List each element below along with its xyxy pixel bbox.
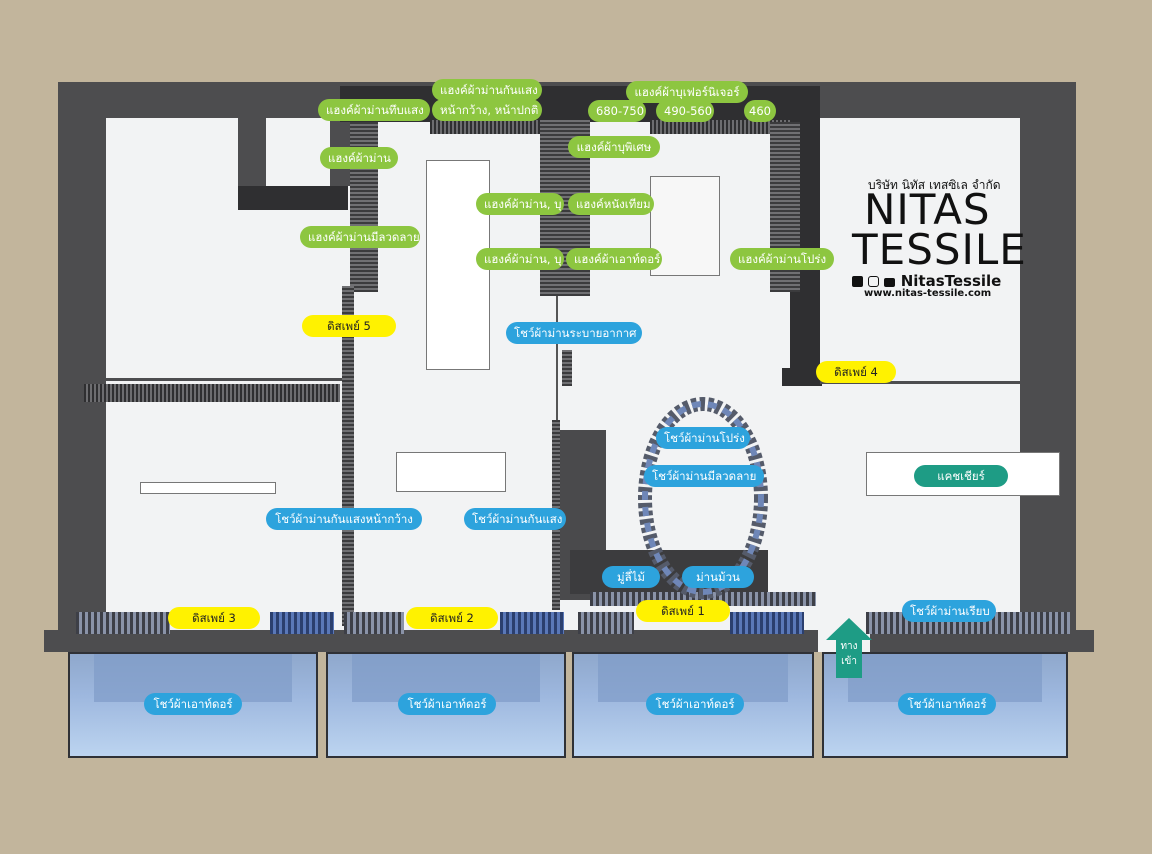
rack-display5-column bbox=[342, 286, 354, 626]
entrance-text-1: ทาง bbox=[840, 641, 858, 652]
entrance-arrow-icon bbox=[826, 618, 872, 678]
brand-name-line2: TESSILE bbox=[852, 225, 1027, 274]
facebook-icon bbox=[852, 276, 863, 287]
entrance-marker: ทาง เข้า bbox=[826, 618, 872, 678]
label-furniture-hanger: แฮงค์ผ้าบุเฟอร์นิเจอร์ bbox=[626, 81, 748, 103]
front-rack-1-blue bbox=[730, 612, 804, 634]
center-table bbox=[396, 452, 506, 492]
label-outdoor-show-2: โชว์ผ้าเอาท์ดอร์ bbox=[398, 693, 496, 715]
center-divider bbox=[556, 120, 558, 600]
label-outdoor-show-3: โชว์ผ้าเอาท์ดอร์ bbox=[646, 693, 744, 715]
ring-inner bbox=[642, 401, 764, 595]
label-curtain-upholstery-2: แฮงค์ผ้าม่าน, บุ bbox=[476, 248, 564, 270]
label-size-680: 680-750 bbox=[588, 100, 646, 122]
label-sheer-show: โชว์ผ้าม่านโปร่ง bbox=[656, 427, 750, 449]
label-blackout-curtain-hanger: แฮงค์ผ้าม่านกันแสง bbox=[432, 79, 542, 101]
storage-wall bbox=[238, 86, 266, 188]
website: www.nitas-tessile.com bbox=[864, 288, 992, 299]
ring-curtain-display bbox=[638, 397, 768, 599]
instagram-icon bbox=[868, 276, 880, 287]
label-size-460: 460 bbox=[744, 100, 776, 122]
front-rack-1 bbox=[578, 612, 634, 634]
label-display-4: ดิสเพย์ 4 bbox=[816, 361, 896, 383]
label-sheer-hanger: แฮงค์ผ้าม่านโปร่ง bbox=[730, 248, 834, 270]
outer-wall-right bbox=[1020, 82, 1076, 638]
rack-back-top bbox=[430, 120, 554, 134]
label-outdoor-show-4: โชว์ผ้าเอาท์ดอร์ bbox=[898, 693, 996, 715]
label-display-5: ดิสเพย์ 5 bbox=[302, 315, 396, 337]
label-leather-hanger: แฮงค์หนังเทียม bbox=[568, 193, 654, 215]
label-curtain-upholstery-1: แฮงค์ผ้าม่าน, บุ bbox=[476, 193, 564, 215]
label-display-2: ดิสเพย์ 2 bbox=[406, 607, 498, 629]
label-pattern-show: โชว์ผ้าม่านมีลวดลาย bbox=[644, 465, 764, 487]
label-cashier: แคชเชียร์ bbox=[914, 465, 1008, 487]
rack-breathable bbox=[562, 350, 572, 386]
left-divider-line bbox=[58, 378, 348, 381]
label-blackout-hanger: แฮงค์ผ้าม่านทึบแสง bbox=[318, 99, 430, 121]
label-size-490: 490-560 bbox=[656, 100, 714, 122]
social-handle: NitasTessile bbox=[852, 272, 1001, 290]
brand-name-line1: NITAS bbox=[864, 185, 991, 234]
front-rack-3-blue bbox=[270, 612, 334, 634]
label-roller-blind: ม่านม้วน bbox=[682, 566, 754, 588]
label-outdoor-hanger: แฮงค์ผ้าเอาท์ดอร์ bbox=[566, 248, 662, 270]
right-divider-line bbox=[820, 381, 1076, 384]
youtube-icon bbox=[884, 278, 896, 287]
front-rack-2-blue bbox=[500, 612, 564, 634]
label-outdoor-show-1: โชว์ผ้าเอาท์ดอร์ bbox=[144, 693, 242, 715]
social-text: NitasTessile bbox=[900, 272, 1002, 290]
label-blackout-show: โชว์ผ้าม่านกันแสง bbox=[464, 508, 566, 530]
label-wood-blind: มู่ลี่ไม้ bbox=[602, 566, 660, 588]
label-curtain-hanger: แฮงค์ผ้าม่าน bbox=[320, 147, 398, 169]
label-wide-normal: หน้ากว้าง, หน้าปกติ bbox=[432, 99, 542, 121]
label-plain-show: โชว์ผ้าม่านเรียบ bbox=[902, 600, 996, 622]
label-display-1: ดิสเพย์ 1 bbox=[636, 600, 730, 622]
left-low-table bbox=[140, 482, 276, 494]
label-pattern-curtain-hanger: แฮงค์ผ้าม่านมีลวดลาย bbox=[300, 226, 420, 248]
rack-left-horizontal bbox=[84, 384, 340, 402]
label-special-upholstery: แฮงค์ผ้าบุพิเศษ bbox=[568, 136, 660, 158]
right-hanger-ledge bbox=[782, 368, 822, 386]
label-display-3: ดิสเพย์ 3 bbox=[168, 607, 260, 629]
company-name-th: บริษัท นิทัส เทสซิเล จำกัด bbox=[868, 178, 1001, 192]
label-wide-blackout-show: โชว์ผ้าม่านกันแสงหน้ากว้าง bbox=[266, 508, 422, 530]
label-breathable-show: โชว์ผ้าม่านระบายอากาศ bbox=[506, 322, 642, 344]
entrance-text-2: เข้า bbox=[841, 656, 857, 667]
rack-back-top-right bbox=[650, 120, 790, 134]
front-rack-2 bbox=[344, 612, 404, 634]
front-rack-3 bbox=[76, 612, 170, 634]
outer-wall-left bbox=[58, 82, 106, 638]
storage-ledge bbox=[238, 186, 348, 210]
